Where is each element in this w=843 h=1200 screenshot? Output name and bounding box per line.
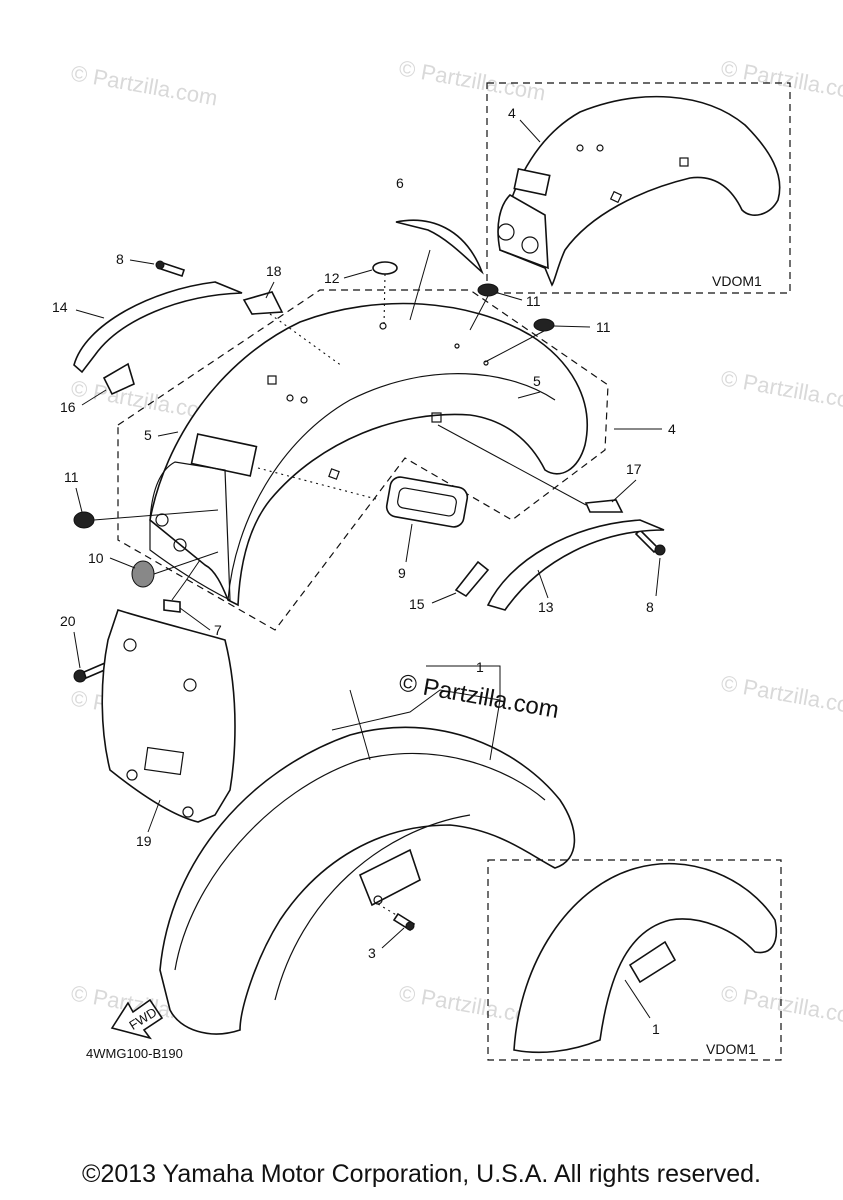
variant-label: VDOM1 <box>712 273 762 289</box>
callout-18: 18 <box>266 263 282 279</box>
callout-11: 11 <box>596 319 611 335</box>
part-11-grommets: 11 11 11 <box>64 283 611 529</box>
part-19: 19 <box>101 609 236 849</box>
watermark: © Partzilla.com <box>719 55 843 105</box>
part-7 <box>163 599 181 613</box>
callout-8: 8 <box>116 251 124 267</box>
callout-11: 11 <box>64 469 79 485</box>
variant-box <box>487 859 782 1061</box>
front-fender-variant-vdom1: 1 VDOM1 <box>487 859 782 1061</box>
callout-5: 5 <box>144 427 152 443</box>
part-6 <box>395 219 484 275</box>
callout-16: 16 <box>60 399 76 415</box>
callout-3: 3 <box>368 945 376 961</box>
callout-12: 12 <box>324 270 340 286</box>
part-13 <box>486 519 665 611</box>
watermark: © Partzilla.com <box>69 60 219 110</box>
part-8-bolts: 8 8 <box>116 251 666 615</box>
callout-10: 10 <box>88 550 104 566</box>
callout-6: 6 <box>396 175 404 191</box>
part-16 <box>102 362 135 396</box>
part-9: 9 <box>257 467 469 581</box>
copyright-notice: ©2013 Yamaha Motor Corporation, U.S.A. A… <box>82 1160 761 1188</box>
callout-4: 4 <box>668 421 676 437</box>
watermark: © Partzilla.com <box>719 365 843 415</box>
part-12 <box>372 261 398 275</box>
callout-17: 17 <box>626 461 642 477</box>
callout-7: 7 <box>214 622 222 638</box>
callout-9: 9 <box>398 565 406 581</box>
rear-fender <box>149 302 588 607</box>
callout-5: 5 <box>533 373 541 389</box>
callout-1: 1 <box>652 1021 660 1037</box>
rear-fender-variant-vdom1: 4 VDOM1 <box>486 82 791 294</box>
callout-15: 15 <box>409 596 425 612</box>
watermark: © Partzilla.com <box>719 670 843 720</box>
part-15 <box>454 560 490 598</box>
callout-4: 4 <box>508 105 516 121</box>
front-fender <box>159 689 576 1035</box>
part-14 <box>73 281 243 374</box>
part-18 <box>242 291 284 315</box>
callout-8: 8 <box>646 599 654 615</box>
variant-box <box>486 82 791 294</box>
callout-13: 13 <box>538 599 554 615</box>
part-17 <box>584 499 624 513</box>
rear-fender-outline <box>117 289 609 631</box>
callout-19: 19 <box>136 833 152 849</box>
fwd-arrow: FWD <box>110 998 164 1040</box>
part-10 <box>131 560 155 588</box>
callout-1: 1 <box>476 659 484 675</box>
watermark: © Partzilla.com <box>397 55 547 105</box>
variant-label: VDOM1 <box>706 1041 756 1057</box>
callout-20: 20 <box>60 613 76 629</box>
diagram-code: 4WMG100-B190 <box>86 1046 183 1061</box>
callout-11: 11 <box>526 293 541 309</box>
callout-14: 14 <box>52 299 68 315</box>
